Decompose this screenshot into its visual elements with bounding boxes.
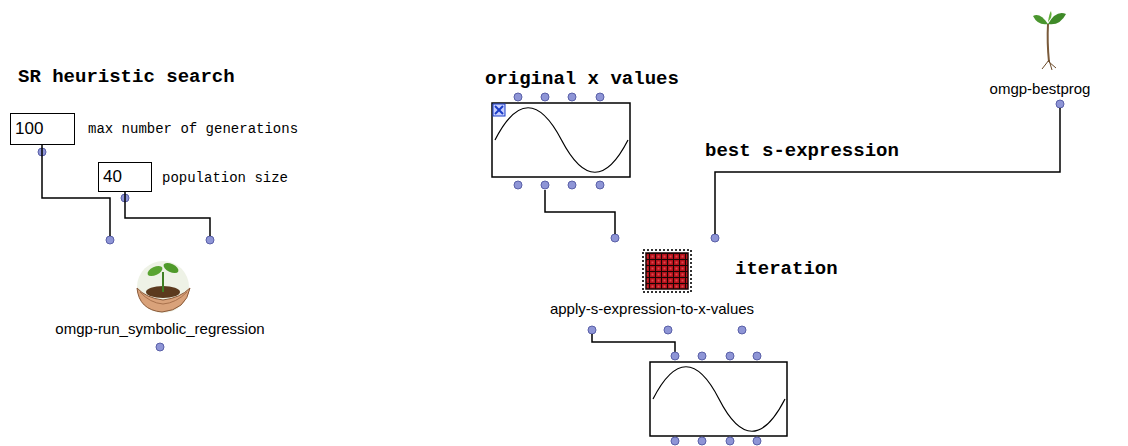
box-text: 40 (103, 167, 122, 187)
function-box: omgp-bestprog (980, 8, 1100, 108)
box-comment: iteration (735, 258, 838, 280)
parameter-note: population size (162, 170, 288, 186)
bpf-editor (650, 362, 787, 436)
hands-sprout-icon (140, 292, 187, 304)
outlet-dot (664, 326, 672, 334)
box-text: apply-s-expression-to-x-values (550, 300, 754, 318)
seedling-icon (1033, 15, 1048, 24)
outlet-dot (514, 181, 604, 189)
inlet-dot (671, 352, 761, 360)
outlet-dot (156, 343, 164, 351)
patch-wire (715, 108, 1060, 234)
loop-icon (643, 250, 691, 292)
inlet-dot (106, 236, 214, 244)
bpf-editor (650, 362, 787, 436)
function-box: omgp-run_symbolic_regression (25, 236, 295, 352)
patch-wire (592, 334, 675, 352)
loop-icon (643, 250, 691, 292)
outlet-dot (671, 437, 679, 445)
inlet-dot (206, 236, 214, 244)
seedling-icon (1048, 11, 1052, 22)
box-text: original x values (485, 68, 679, 91)
box-text: omgp-run_symbolic_regression (55, 320, 264, 338)
seedling-icon (1048, 24, 1049, 62)
outlet-dot (738, 326, 746, 334)
inlet-dot (726, 352, 734, 360)
inlet-dot (514, 93, 604, 101)
lock-icon (495, 106, 503, 114)
outlet-dot (541, 181, 549, 189)
outlet-dot (753, 437, 761, 445)
inlet-dot (514, 93, 522, 101)
bpf-editor (492, 103, 630, 177)
loop-icon (646, 253, 688, 289)
inlet-dot (596, 93, 604, 101)
inlet-dot (106, 236, 114, 244)
bpf-editor (492, 103, 630, 177)
seedling-icon (1033, 11, 1066, 70)
box-text: omgp-bestprog (990, 80, 1091, 98)
hands-sprout-icon (146, 264, 164, 278)
number-box: 40 (98, 162, 152, 192)
hands-sprout-icon (137, 261, 189, 313)
wire-comment: best s-expression (705, 140, 899, 162)
parameter-note: max number of generations (88, 121, 298, 137)
bpf-editor (653, 367, 785, 432)
hands-sprout-icon (162, 272, 164, 292)
outlet-dot (156, 343, 164, 351)
outlet-dot (671, 437, 761, 445)
loop-box: apply-s-expression-to-x-values (502, 234, 802, 332)
outlet-dot (596, 181, 604, 189)
lock-icon (493, 104, 505, 116)
inlet-dot (698, 352, 706, 360)
inlet-dot (711, 234, 719, 242)
lock-icon (493, 104, 505, 116)
bpf-editor (495, 108, 628, 173)
seedling-icon (1042, 60, 1056, 70)
hands-sprout-icon (137, 261, 190, 313)
inlet-dot (568, 93, 576, 101)
inlet-dot (671, 352, 679, 360)
section-heading: SR heuristic search (18, 66, 235, 88)
inlet-dot (611, 234, 619, 242)
outlet-dot (588, 326, 746, 334)
number-box: 100 (10, 113, 75, 145)
box-text: 100 (15, 119, 43, 139)
outlet-dot (726, 437, 734, 445)
outlet-dot (514, 181, 522, 189)
bpf-box: original x values (485, 68, 687, 190)
inlet-dot (753, 352, 761, 360)
patch-wire (125, 192, 210, 236)
outlet-dot (568, 181, 576, 189)
outlet-dot (1056, 100, 1064, 108)
outlet-dot (1056, 100, 1064, 108)
outlet-dot (588, 326, 596, 334)
hands-sprout-icon (162, 261, 180, 275)
lock-icon (495, 106, 503, 114)
inlet-dot (611, 234, 719, 242)
outlet-dot (38, 148, 129, 202)
patch-wire (545, 190, 615, 234)
outlet-dot (698, 437, 706, 445)
inlet-dot (541, 93, 549, 101)
